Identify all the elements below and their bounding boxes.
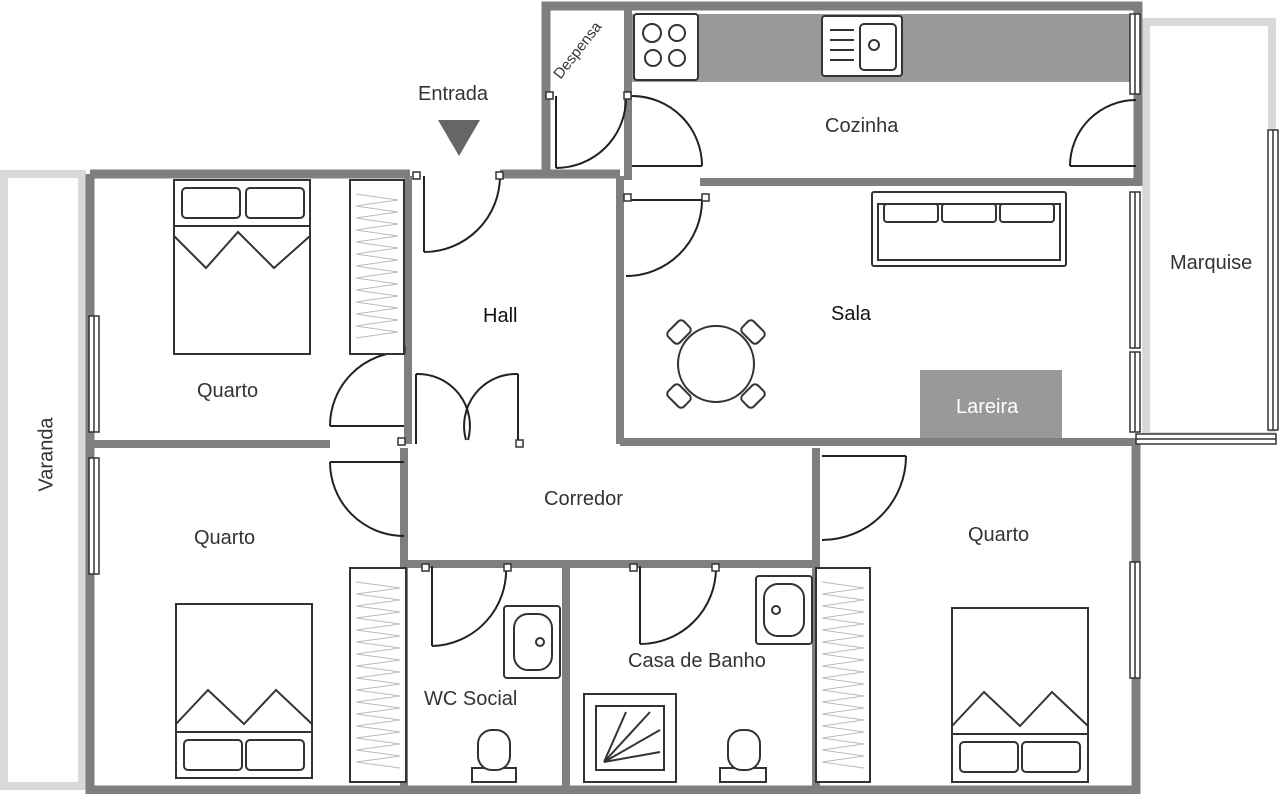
hall-label: Hall <box>483 305 518 327</box>
bedroom-bottom-left-label: Quarto <box>194 527 256 549</box>
interior-walls <box>90 6 1138 790</box>
door-jambs <box>397 91 720 572</box>
wardrobes <box>349 179 871 783</box>
fireplace <box>920 370 1062 438</box>
guest-wc-label: WC Social <box>424 688 518 710</box>
bathroom-toilet <box>719 729 767 783</box>
fireplace-label: Lareira <box>956 396 1019 418</box>
bed-right <box>951 607 1089 783</box>
dining-table <box>666 319 766 409</box>
bedroom-right-label: Quarto <box>968 524 1030 546</box>
bathroom-label: Casa de Banho <box>628 650 766 672</box>
door-swings <box>329 95 1137 647</box>
balcony-label: Varanda <box>35 417 58 492</box>
kitchen-label: Cozinha <box>825 115 899 137</box>
cooktop <box>633 13 699 81</box>
living-room-label: Sala <box>831 303 872 325</box>
bathroom-basin <box>755 575 813 645</box>
balcony-outline <box>0 170 86 790</box>
kitchen-sink <box>821 15 903 77</box>
bedroom-top-left-label: Quarto <box>197 380 259 402</box>
bed-bottom-left <box>175 603 313 779</box>
wc-toilet <box>471 729 517 783</box>
corridor-label: Corredor <box>544 488 623 510</box>
windows <box>88 13 1279 679</box>
shower <box>583 693 677 783</box>
entrance-arrow-icon <box>438 120 480 156</box>
wc-basin <box>503 605 561 679</box>
bed-top-left <box>173 179 311 355</box>
sofa <box>871 191 1067 267</box>
entrance-label: Entrada <box>418 83 489 105</box>
enclosed-porch-outline <box>1142 18 1276 440</box>
enclosed-porch-label: Marquise <box>1170 252 1253 274</box>
